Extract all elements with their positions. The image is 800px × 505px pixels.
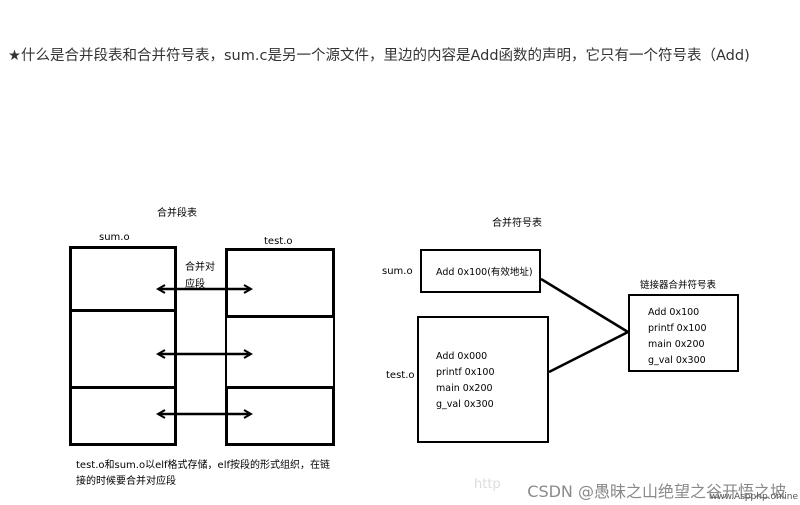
merge-section-table-title: 合并段表 [157,208,197,219]
merged-entry-2: printf 0x100 [648,323,707,334]
test-o-entry-2: printf 0x100 [436,367,495,378]
connector-test-to-merged [548,330,629,374]
csdn-watermark: CSDN @愚昧之山绝望之谷开悟之坡 [527,482,786,501]
sum-o-symbol-box [420,249,541,293]
test-o-symbol-box [417,316,549,443]
right-sum-o-label: sum.o [382,266,413,277]
faint-watermark: http [474,477,501,492]
test-o-label: test.o [264,236,293,247]
right-test-o-label: test.o [386,370,415,381]
merged-entry-1: Add 0x100 [648,307,700,318]
merged-symbol-box [628,294,739,372]
merged-entry-4: g_val 0x300 [648,355,706,366]
merge-label-line1: 合并对 [185,262,215,273]
merge-symbol-table-title: 合并符号表 [492,218,542,229]
section-merge-note: test.o和sum.o以elf格式存储，elf按段的形式组织，在链 接的时候要… [76,458,336,490]
site-watermark: www.Aspphp.online [709,492,798,502]
test-o-entry-3: main 0x200 [436,383,493,394]
test-o-entry-4: g_val 0x300 [436,399,494,410]
sum-o-symbol-entry: Add 0x100(有效地址) [436,267,533,278]
merged-symbol-table-title: 链接器合并符号表 [640,280,717,291]
note-line-1: test.o和sum.o以elf格式存储，elf按段的形式组织，在链 [76,460,330,471]
note-line-2: 接的时候要合并对应段 [76,476,176,487]
connector-sum-to-merged [540,277,629,334]
sum-o-label: sum.o [99,232,130,243]
page-heading: ★什么是合并段表和合并符号表，sum.c是另一个源文件，里边的内容是Add函数的… [8,48,750,64]
merged-entry-3: main 0x200 [648,339,705,350]
test-o-entry-1: Add 0x000 [436,351,488,362]
